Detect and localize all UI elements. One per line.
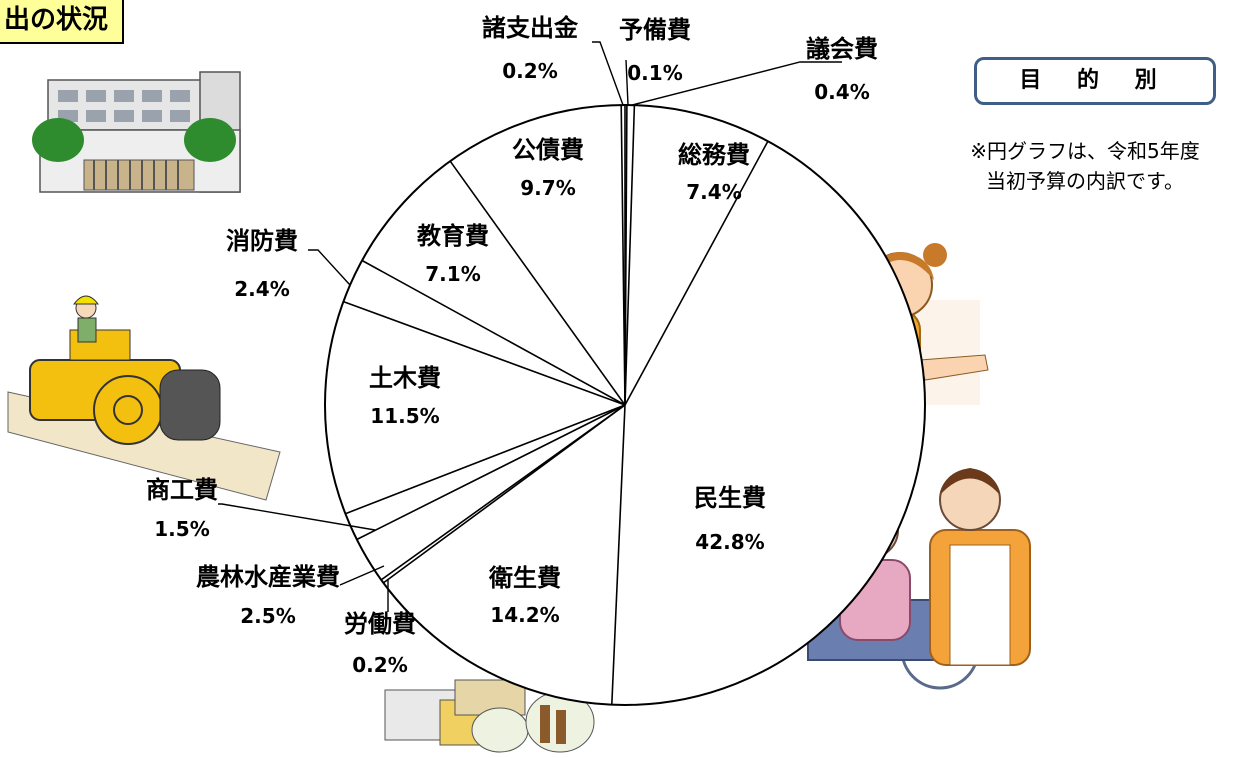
- slice-name-label: 諸支出金: [482, 14, 579, 42]
- pie-slice-boundary-6: [380, 404, 626, 581]
- slice-percent-label: 7.1%: [425, 262, 480, 286]
- road-roller-illustration: [7, 295, 281, 501]
- pie-slice-boundary-4: [611, 404, 626, 705]
- leader-lines: [218, 41, 842, 612]
- leader-line-消防費: [308, 249, 351, 286]
- pie-slice-boundary-10: [361, 259, 626, 406]
- slice-percent-label: 14.2%: [490, 603, 559, 627]
- slice-name-label: 民生費: [694, 484, 766, 512]
- slice-name-label: 衛生費: [488, 564, 561, 592]
- chart-note-line-2: 当初予算の内訳です。: [986, 169, 1184, 193]
- school-building-illustration: [32, 71, 241, 193]
- category-label-box: 目 的 別: [974, 57, 1216, 105]
- pie-slice-boundary-8: [345, 404, 626, 515]
- pie-slice-boundary-7: [356, 404, 626, 541]
- chart-note: ※円グラフは、令和5年度 当初予算の内訳です。: [920, 136, 1250, 196]
- slice-name-label: 公債費: [512, 136, 584, 164]
- slice-percent-label: 11.5%: [370, 404, 439, 428]
- slice-name-label: 教育費: [417, 222, 489, 250]
- pie-slice-boundary-1: [624, 104, 628, 406]
- page-title: 出の状況: [0, 0, 125, 44]
- leader-line-諸支出金: [592, 41, 624, 106]
- leader-line-商工費: [218, 503, 376, 531]
- slice-name-label: 農林水産業費: [196, 563, 340, 591]
- slice-percent-label: 2.5%: [240, 604, 295, 628]
- slice-percent-label: 0.4%: [814, 80, 869, 104]
- slice-name-label: 商工費: [146, 476, 218, 504]
- slice-name-label: 総務費: [678, 141, 750, 169]
- slice-labels: 予備費 0.1% 議会費 0.4% 総務費 7.4% 民生費 42.8% 衛生費 14.2% 労働費…: [146, 14, 878, 677]
- slice-percent-label: 0.1%: [627, 61, 682, 85]
- slice-percent-label: 1.5%: [154, 517, 209, 541]
- leader-line-議会費: [631, 61, 842, 106]
- pie-slice-boundary-12: [620, 104, 626, 406]
- slice-name-label: 土木費: [369, 364, 441, 392]
- slice-percent-label: 2.4%: [234, 277, 289, 301]
- slice-name-label: 消防費: [226, 227, 298, 255]
- slice-name-label: 予備費: [619, 16, 691, 44]
- slice-percent-label: 42.8%: [695, 530, 764, 554]
- pie-slice-boundary-9: [343, 300, 626, 406]
- leader-line-予備費: [625, 59, 629, 106]
- recycling-illustration: [384, 679, 595, 753]
- leader-line-農林水産業費: [339, 565, 385, 586]
- pie-slice-boundary-3: [624, 140, 769, 406]
- pie-slice-boundary-2: [624, 105, 636, 406]
- slice-percent-label: 9.7%: [520, 176, 575, 200]
- slice-name-label: 労働費: [344, 610, 416, 638]
- slice-percent-label: 0.2%: [352, 653, 407, 677]
- slice-percent-label: 7.4%: [686, 180, 741, 204]
- slice-name-label: 議会費: [806, 35, 878, 63]
- pie-slice-boundary-11: [449, 160, 626, 406]
- slice-percent-label: 0.2%: [502, 59, 557, 83]
- chart-note-line-1: ※円グラフは、令和5年度: [970, 139, 1200, 163]
- pie-group: [324, 104, 926, 706]
